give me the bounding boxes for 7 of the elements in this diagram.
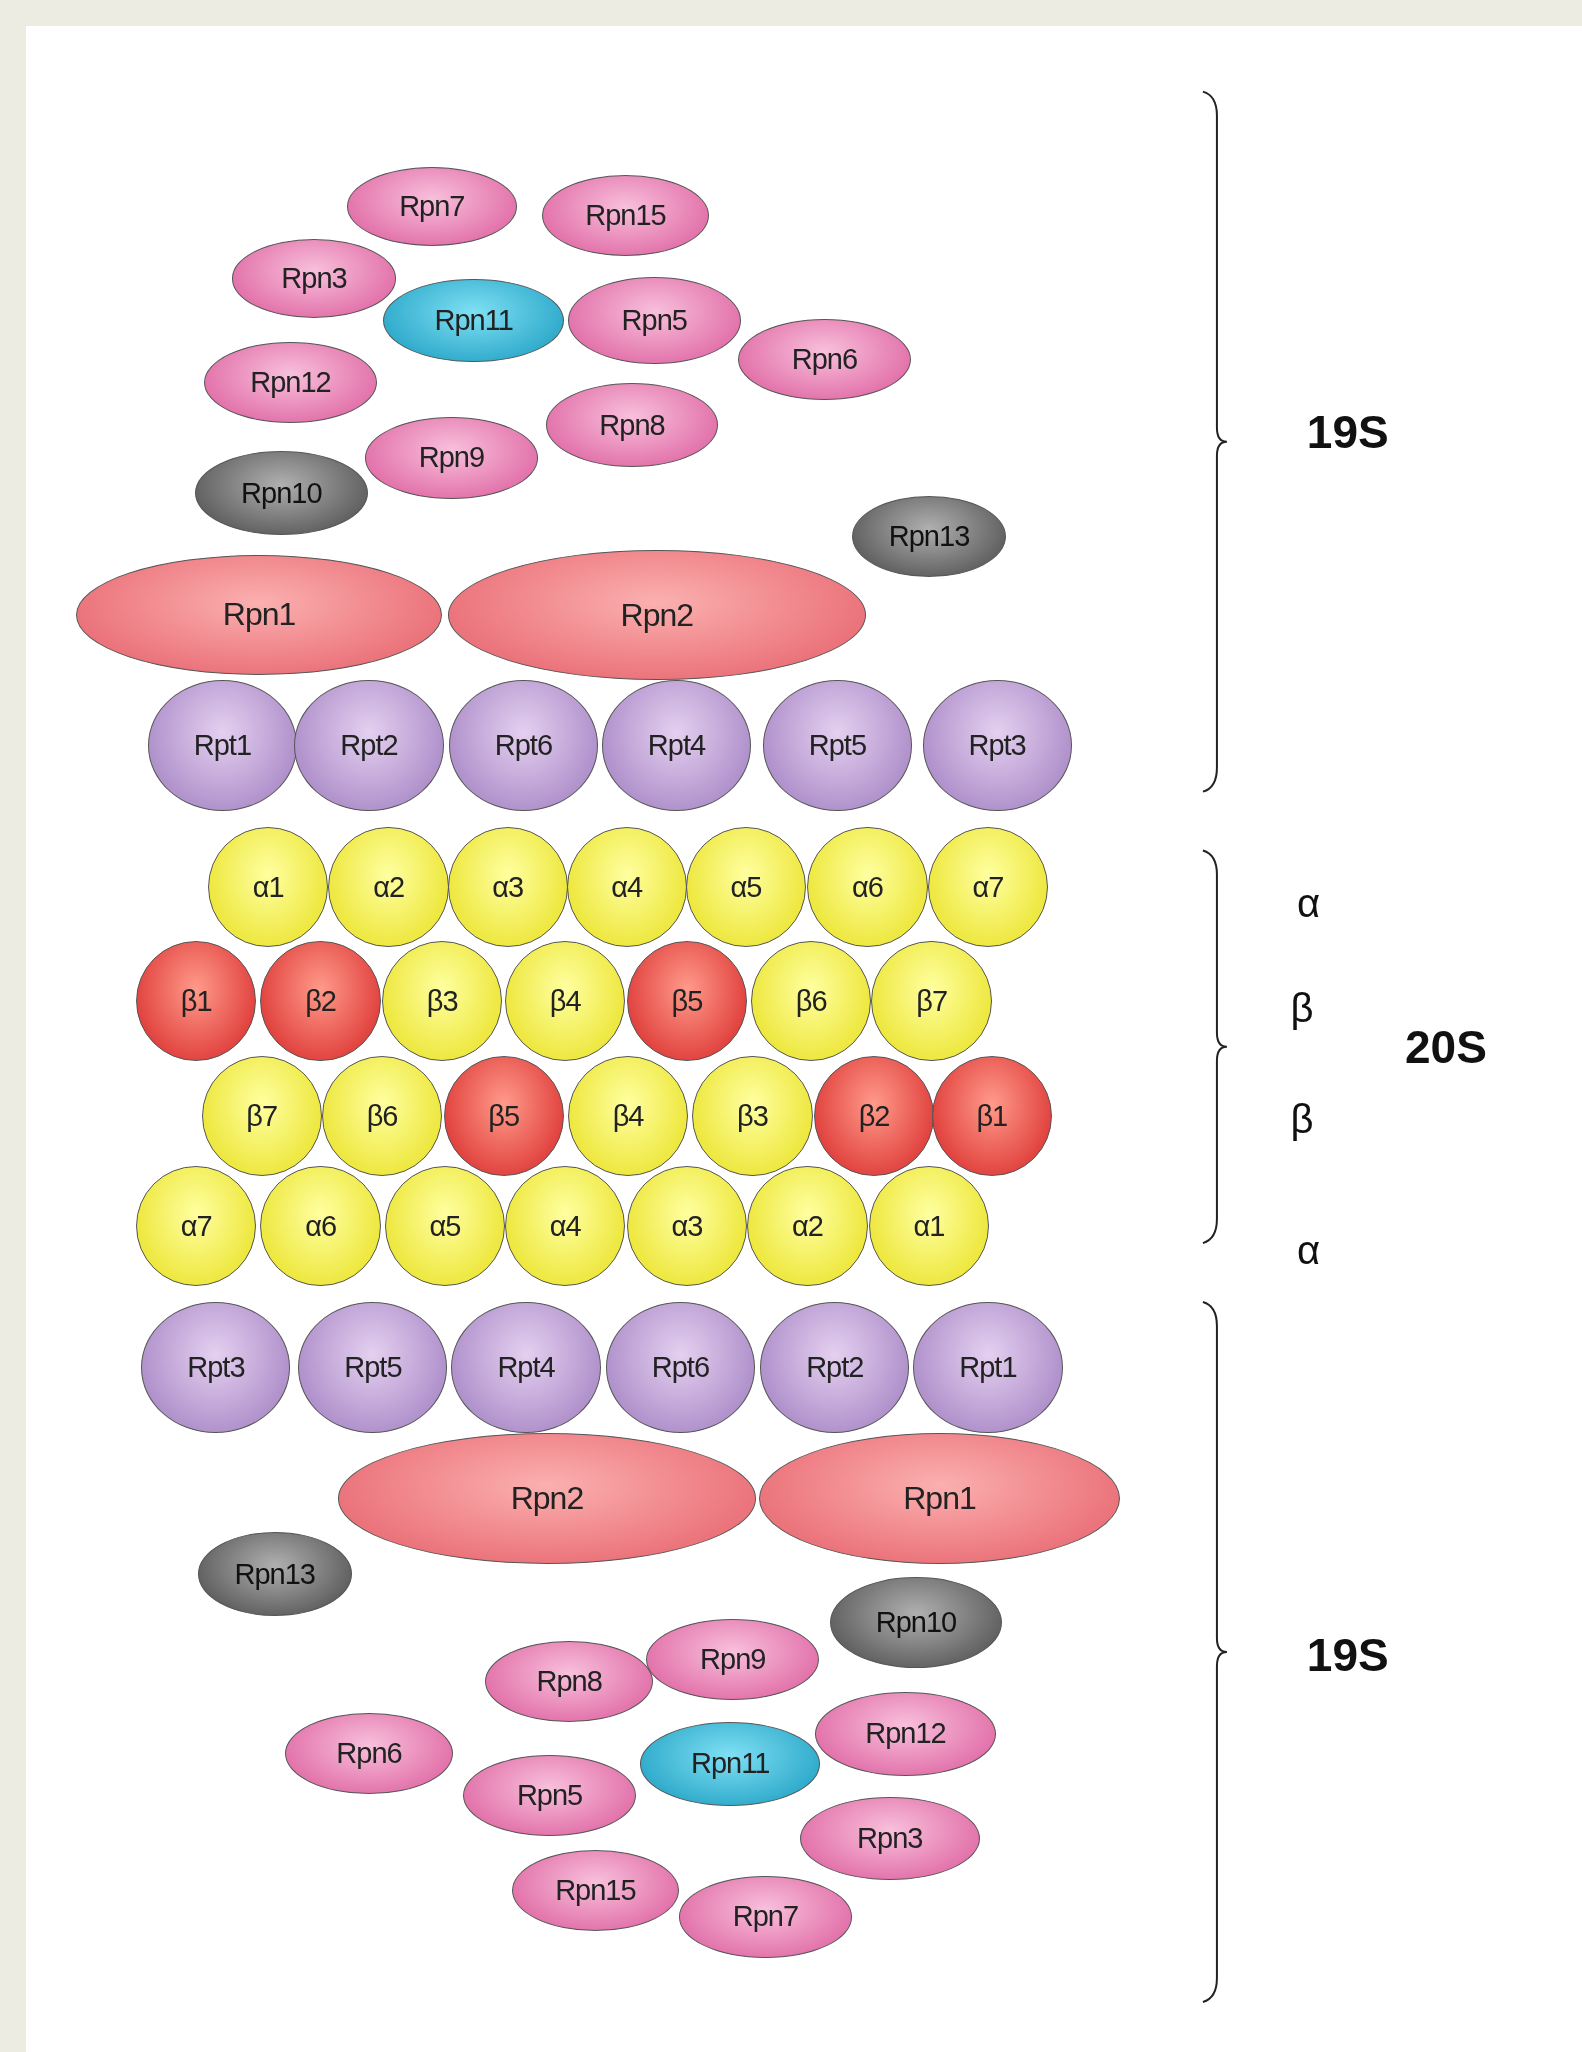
ring-label: β	[1290, 985, 1314, 1031]
complex-label: 19S	[1306, 404, 1389, 459]
ring-label: α	[1296, 880, 1321, 926]
ring-label: α	[1296, 1227, 1321, 1273]
ring-label: β	[1290, 1096, 1314, 1142]
complex-label: 19S	[1306, 1628, 1389, 1683]
complex-label: 20S	[1405, 1019, 1487, 1074]
